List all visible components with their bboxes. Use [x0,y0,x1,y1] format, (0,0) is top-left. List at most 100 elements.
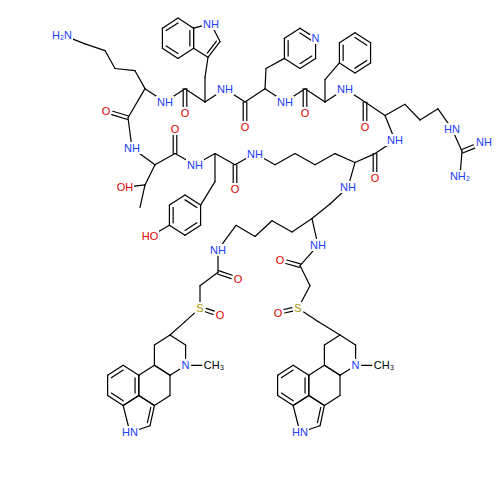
atom-label: CH₃ [373,359,395,371]
bond [461,145,473,150]
bond [115,68,135,70]
atom-label: NH [202,18,220,30]
atom-label: O [230,183,241,195]
atom-label: H₂N [51,29,73,41]
bond [139,153,155,165]
bond [305,89,325,102]
bond [376,154,377,174]
bond [284,38,285,58]
bond [335,154,355,163]
bond [162,48,178,58]
bond [308,375,309,395]
bond [330,192,343,204]
bond [355,37,367,45]
bond [304,312,318,322]
bond [201,182,215,206]
bond [233,165,234,185]
bond [266,58,284,68]
bond [272,221,292,232]
bond [185,200,197,208]
bond [219,271,233,276]
atom-label: NH [186,159,204,171]
bond [123,396,139,406]
bond [438,109,449,124]
bond [112,115,128,120]
bond [154,396,170,406]
bond [308,375,309,395]
bond [205,57,208,77]
bond [363,102,364,122]
bond [286,263,300,267]
bond [139,396,155,406]
bond [340,369,350,375]
bond [246,102,247,122]
bond [169,375,170,395]
bond [205,94,218,102]
bond [312,219,317,241]
bond [154,335,170,345]
bond [318,322,340,335]
atom-label: NH [339,181,357,193]
bond [170,369,180,375]
bond [278,396,294,406]
atom-label: N [311,32,321,44]
bond [306,89,307,109]
bond [154,365,170,375]
bond [154,345,155,365]
atom-label: O [101,105,112,117]
atom-label: NH [156,96,174,108]
atom-label: NH [246,148,264,160]
bond [173,134,174,154]
bond [355,60,367,68]
bond [375,145,388,153]
bond [159,225,170,231]
bond [309,365,325,375]
bond [339,375,340,395]
bond [193,28,194,48]
bond [324,80,325,102]
bond [255,221,272,237]
bond [324,365,340,375]
bond [339,33,355,43]
bond [292,219,312,232]
bond [300,56,312,64]
bond [193,28,194,48]
bond [287,260,301,264]
bond [135,71,145,89]
bond [140,185,145,207]
bond [111,393,123,401]
bond [215,154,235,165]
atom-label: NH [386,134,404,146]
bond [186,89,187,109]
bond [154,365,170,375]
bond [123,365,139,375]
bond [111,370,123,378]
bond [222,225,236,245]
bond [200,205,201,225]
bond [185,345,186,360]
bond [309,396,325,406]
bond [128,89,145,118]
bond [134,378,135,393]
bond [284,308,292,310]
atom-label: HN [121,426,139,438]
bond [309,396,325,406]
bond [264,159,275,165]
bond [243,102,244,122]
atom-label: OH [116,181,135,193]
bond [293,365,309,375]
bond [300,266,310,286]
bond [139,396,155,406]
bond [217,255,218,272]
bond [355,63,371,73]
bond [304,378,305,393]
atom-label: CH₃ [203,359,225,371]
bond [370,43,371,63]
bond [312,204,330,219]
bond [355,154,375,163]
bond [108,365,124,375]
bond [355,345,356,360]
bond [454,134,462,151]
bond [208,42,220,58]
